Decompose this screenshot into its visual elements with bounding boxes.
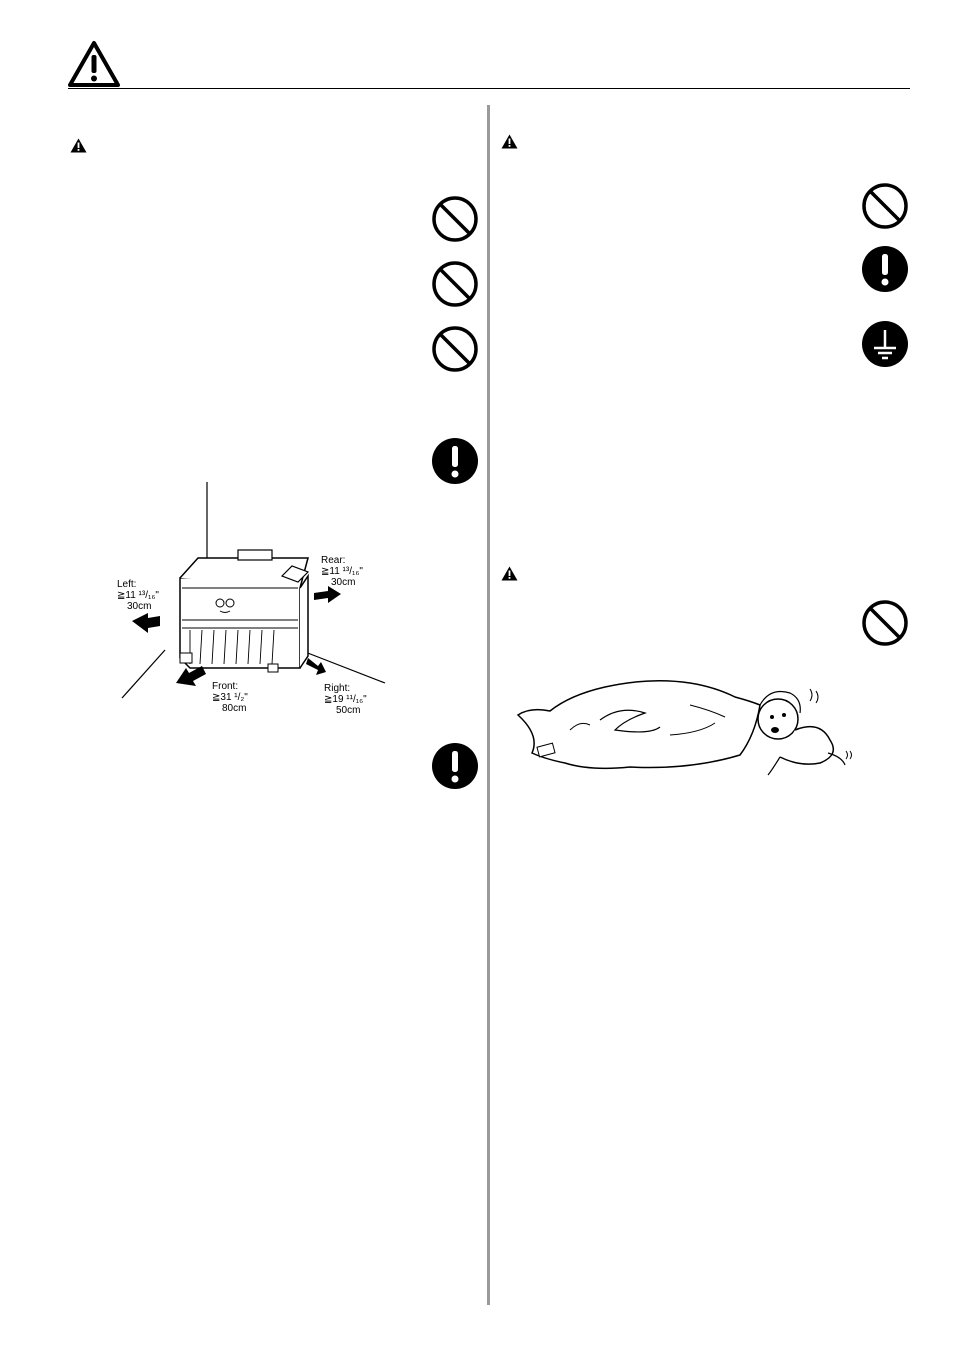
clearance-label-rear: Rear: ≧11 ¹³/₁₆" 30cm <box>321 555 363 588</box>
clearance-label-right: Right: ≧19 ¹¹/₁₆" 50cm <box>324 683 367 716</box>
prohibited-icon <box>860 181 910 231</box>
mandatory-action-icon <box>430 741 480 791</box>
header-rule <box>68 88 910 89</box>
left-imperial: ≧11 ¹³/₁₆" <box>117 590 159 601</box>
right-imperial: ≧19 ¹¹/₁₆" <box>324 694 367 705</box>
clearance-figure <box>110 478 400 718</box>
mandatory-action-icon <box>860 244 910 294</box>
front-label: Front: <box>212 681 239 692</box>
front-imperial: ≧31 ¹/₂" <box>212 692 248 703</box>
warning-triangle-icon <box>501 566 518 581</box>
ground-icon <box>860 319 910 369</box>
column-divider <box>487 105 490 1305</box>
rear-imperial: ≧11 ¹³/₁₆" <box>321 566 363 577</box>
warning-triangle-icon <box>70 138 87 153</box>
left-label: Left: <box>117 579 137 590</box>
caution-triangle-icon <box>67 40 121 88</box>
prohibited-icon <box>860 598 910 648</box>
rear-metric: 30cm <box>331 577 356 588</box>
right-metric: 50cm <box>336 705 361 716</box>
front-metric: 80cm <box>222 703 247 714</box>
prohibited-icon <box>430 324 480 374</box>
warning-triangle-icon <box>501 134 518 149</box>
rear-label: Rear: <box>321 555 346 566</box>
prohibited-icon <box>430 259 480 309</box>
clearance-label-front: Front: ≧31 ¹/₂" 80cm <box>212 681 248 714</box>
left-metric: 30cm <box>127 601 152 612</box>
plastic-bag-child-illustration <box>510 675 860 785</box>
prohibited-icon <box>430 194 480 244</box>
clearance-label-left: Left: ≧11 ¹³/₁₆" 30cm <box>117 579 159 612</box>
copier-illustration <box>121 482 386 699</box>
right-label: Right: <box>324 683 351 694</box>
mandatory-action-icon <box>430 436 480 486</box>
